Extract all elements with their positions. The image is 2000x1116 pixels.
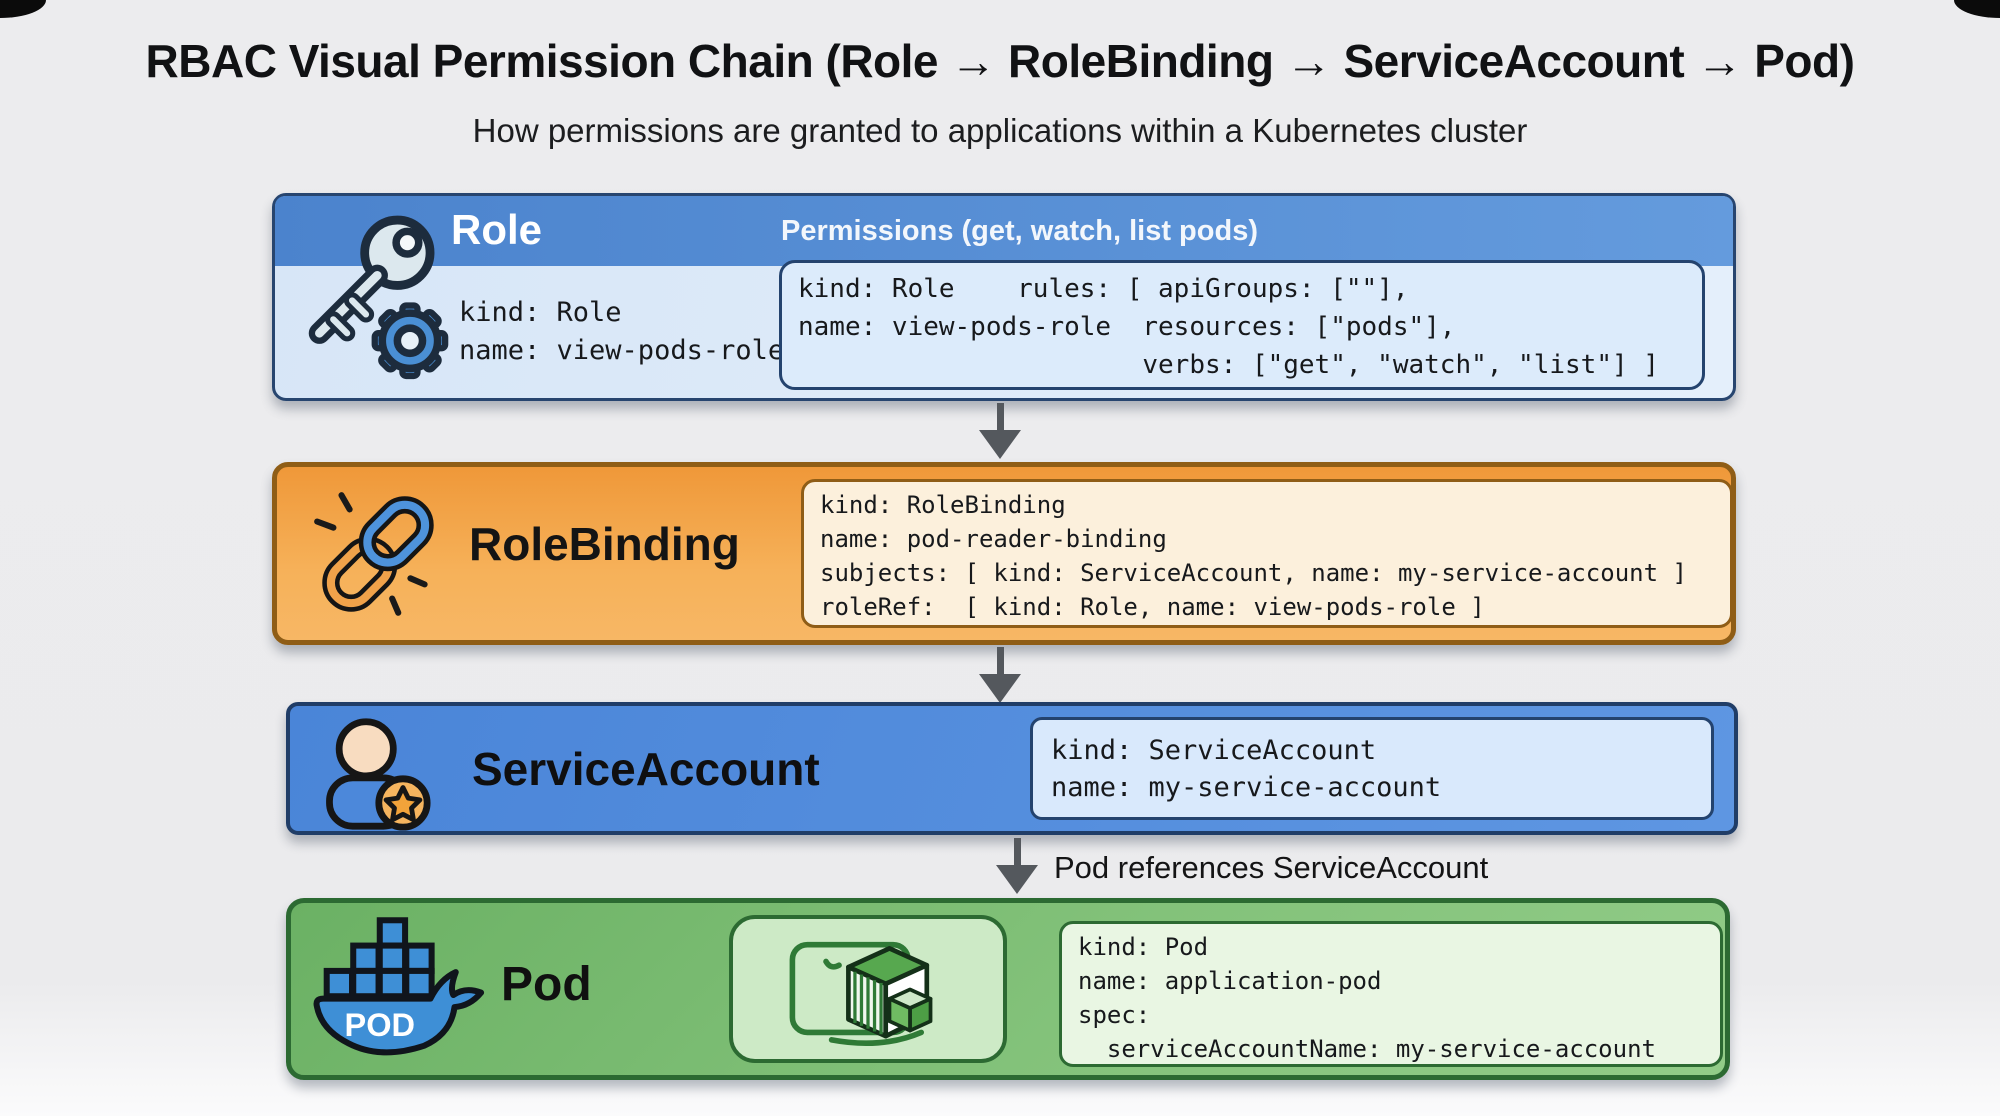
role-meta-text: kind: Role name: view-pods-role	[459, 297, 785, 366]
arrow-shaft	[1013, 838, 1021, 865]
role-yaml-snippet: kind: Role rules: [ apiGroups: [""], nam…	[779, 260, 1705, 390]
role-permissions-note: Permissions (get, watch, list pods)	[781, 215, 1258, 247]
serviceaccount-box: ServiceAccount kind: ServiceAccount name…	[286, 702, 1738, 835]
arrow-down-icon	[979, 647, 1021, 703]
page-corner-topright	[1954, 0, 2000, 18]
arrow-shaft	[996, 647, 1004, 674]
user-star-icon	[326, 718, 431, 831]
container-cube-icon	[789, 941, 933, 1046]
key-gear-icon	[308, 215, 449, 380]
rolebinding-title: RoleBinding	[469, 518, 740, 570]
role-box: Role Permissions (get, watch, list pods)…	[272, 193, 1736, 401]
page-title: RBAC Visual Permission Chain (Role → Rol…	[145, 35, 1855, 87]
page-corner-topleft	[0, 0, 46, 18]
pod-title: Pod	[501, 958, 592, 1011]
pod-box: POD Pod	[286, 898, 1730, 1080]
serviceaccount-title: ServiceAccount	[472, 743, 820, 795]
pod-references-label: Pod references ServiceAccount	[1054, 850, 1489, 885]
serviceaccount-yaml-snippet: kind: ServiceAccount name: my-service-ac…	[1030, 717, 1714, 820]
role-header-band	[275, 196, 1733, 266]
arrow-head	[979, 674, 1021, 703]
page-subtitle: How permissions are granted to applicati…	[472, 112, 1528, 149]
arrow-down-icon	[996, 838, 1038, 894]
arrow-head	[996, 865, 1038, 894]
pod-container-panel	[729, 915, 1007, 1063]
pod-yaml-snippet: kind: Pod name: application-pod spec: se…	[1059, 921, 1723, 1067]
role-title: Role	[451, 206, 543, 253]
pod-whale-badge: POD	[344, 1007, 415, 1043]
arrow-head	[979, 430, 1021, 459]
rolebinding-box: RoleBinding kind: RoleBinding name: pod-…	[272, 462, 1736, 645]
chain-link-icon	[314, 492, 434, 616]
arrow-down-icon	[979, 403, 1021, 459]
docker-whale-icon: POD	[313, 917, 485, 1056]
arrow-shaft	[996, 403, 1004, 430]
rolebinding-yaml-snippet: kind: RoleBinding name: pod-reader-bindi…	[801, 479, 1733, 628]
